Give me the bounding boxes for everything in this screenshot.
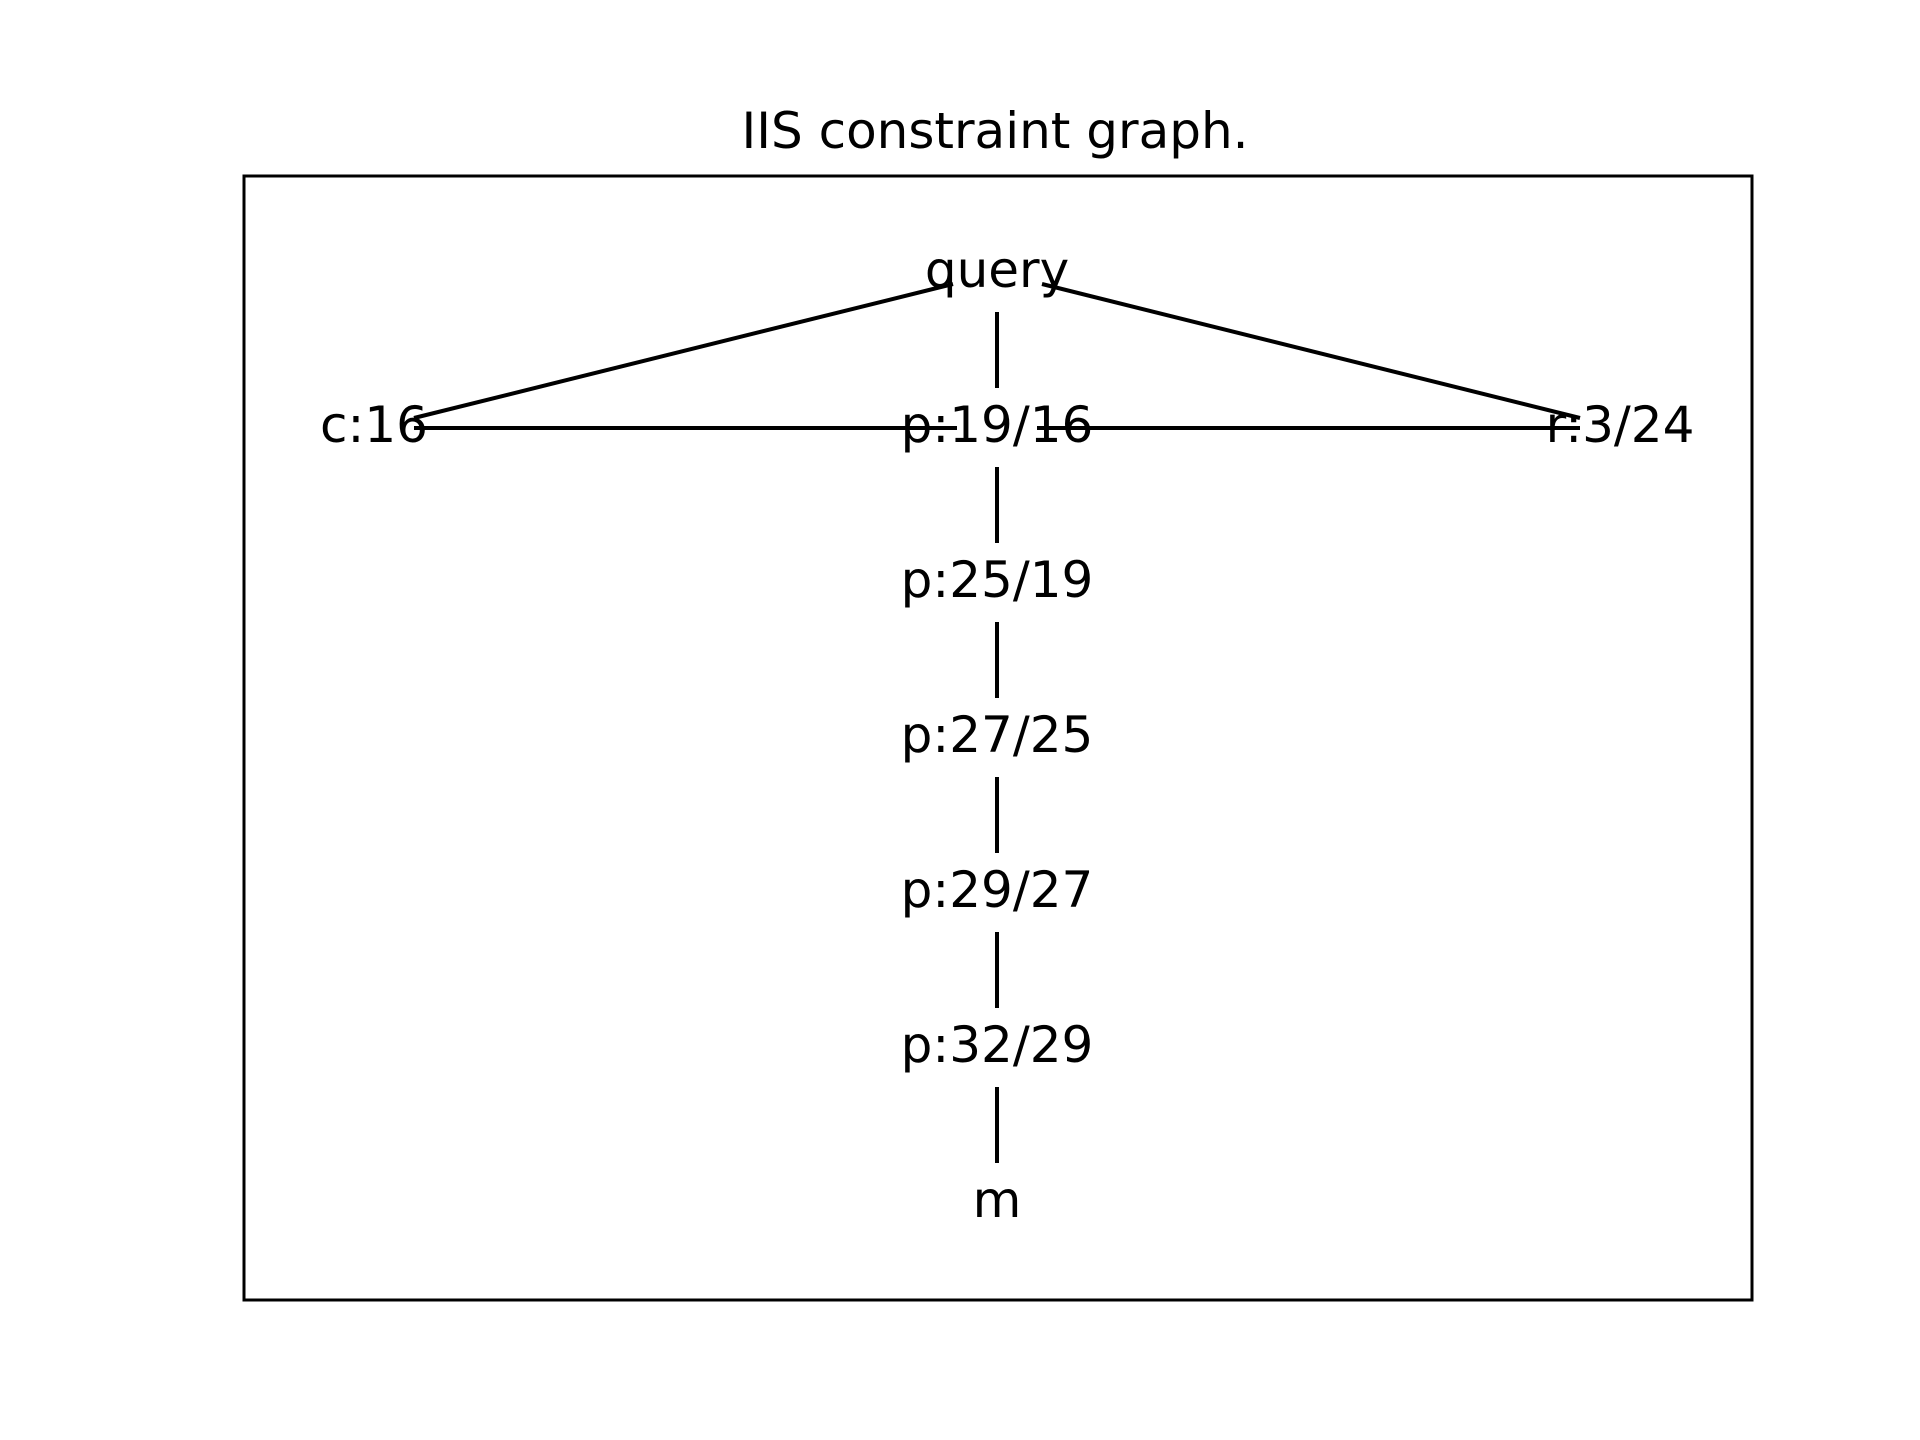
- node-p25_19: p:25/19: [901, 551, 1094, 609]
- graph-nodes: query c:16 p:19/16 r:3/24 p:25/19 p:27/25 p:29…: [320, 241, 1694, 1229]
- plot-frame: [242, 174, 1754, 1302]
- edge-query-r3_24: [1041, 282, 1581, 420]
- node-r3_24: r:3/24: [1546, 396, 1695, 454]
- node-c16: c:16: [320, 396, 428, 454]
- node-m: m: [973, 1171, 1022, 1229]
- node-p19_16: p:19/16: [901, 396, 1094, 454]
- node-query: query: [925, 241, 1069, 299]
- node-p29_27: p:29/27: [901, 861, 1094, 919]
- node-p27_25: p:27/25: [901, 706, 1094, 764]
- graph-edges: [413, 282, 1581, 1163]
- edge-query-c16: [413, 282, 954, 420]
- node-p32_29: p:32/29: [901, 1016, 1094, 1074]
- figure-title: IIS constraint graph.: [741, 102, 1248, 160]
